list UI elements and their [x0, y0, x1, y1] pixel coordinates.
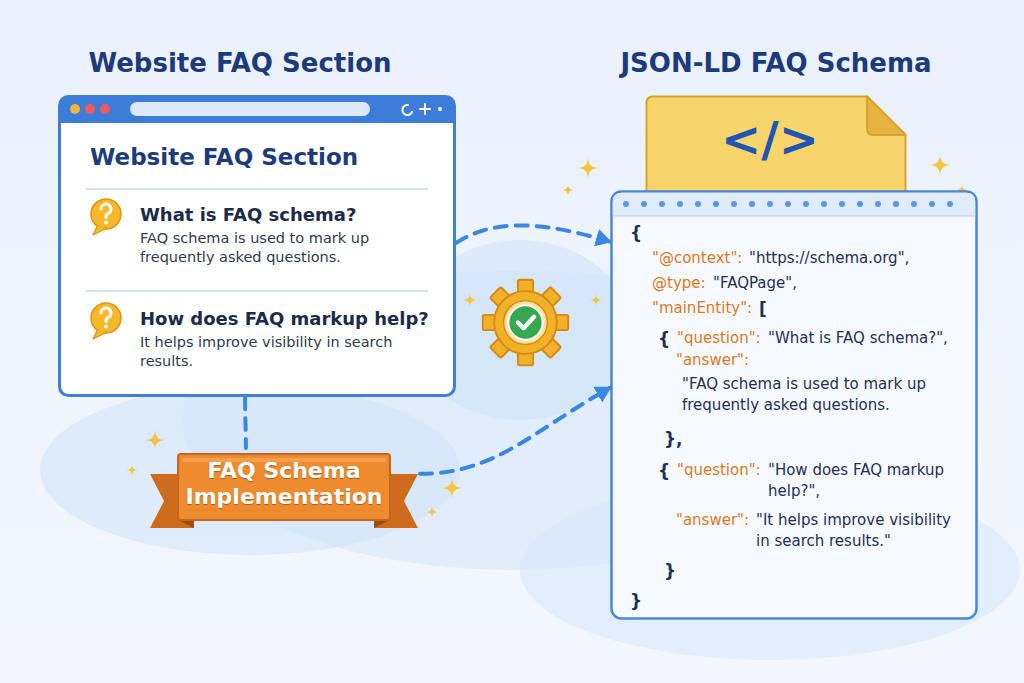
code-key: "mainEntity": [652, 298, 752, 319]
code-bracket: { [658, 328, 670, 352]
code-panel-node: { "@context": "https://schema.org", @type: "… [610, 190, 978, 620]
faq-answer: It helps improve visibility in search re… [140, 333, 445, 371]
code-bracket: } [664, 560, 676, 584]
dashed-arrow [243, 397, 248, 448]
code-value: "FAQPage", [713, 273, 797, 294]
ribbon-label: FAQ Schema Implementation [178, 458, 390, 511]
dashed-arrow [456, 225, 610, 243]
code-symbol: </> [645, 115, 895, 163]
code-key: "@context": [652, 248, 742, 269]
faq-question: What is FAQ schema? [140, 203, 440, 226]
browser-window-node: Website FAQ SectionWebsite FAQ SectionWh… [58, 95, 456, 397]
code-key: "question": [677, 328, 761, 349]
code-bracket: }, [664, 428, 683, 452]
code-value: "https://schema.org", [749, 248, 909, 269]
code-value: "It helps improve visibility in search r… [756, 510, 962, 552]
code-value: "FAQ schema is used to mark up frequentl… [682, 374, 947, 416]
code-bracket: [ [759, 298, 767, 322]
code-bracket: { [630, 222, 642, 246]
faq-heading: Website FAQ Section [90, 143, 430, 173]
code-key: "answer": [676, 510, 749, 531]
dashed-arrow [420, 388, 610, 474]
code-bracket: { [658, 460, 670, 484]
section-heading: JSON-LD FAQ Schema [605, 47, 947, 81]
ribbon-node: FAQ Schema Implementation [148, 448, 420, 534]
code-key: "question": [677, 460, 761, 481]
faq-question: How does FAQ markup help? [140, 307, 440, 330]
code-key: @type: [652, 273, 706, 294]
faq-answer: FAQ schema is used to mark up frequently… [140, 229, 415, 267]
gear-check-icon [478, 275, 573, 370]
code-file-node: JSON-LD FAQ Schema</> [645, 95, 907, 205]
background-blob [40, 385, 460, 555]
section-heading: Website FAQ Section [21, 47, 459, 81]
code-bracket: } [630, 590, 642, 614]
code-value: "What is FAQ schema?", [768, 328, 948, 349]
code-key: "answer": [676, 350, 749, 371]
code-value: "How does FAQ markup help?", [768, 460, 962, 502]
